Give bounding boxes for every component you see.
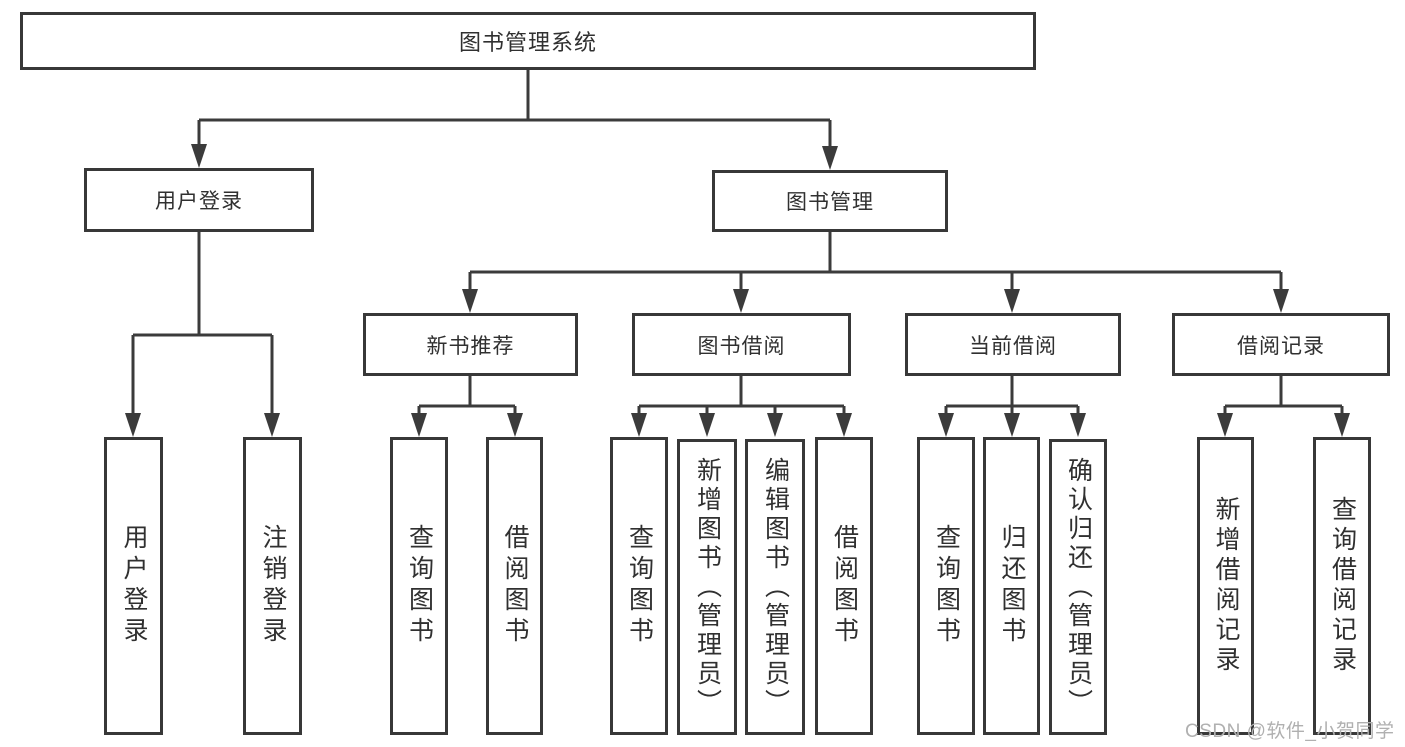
- csdn-watermark: CSDN @软件_小贺同学: [1185, 721, 1395, 742]
- node-leaf-logout: 注销登录: [243, 437, 302, 735]
- node-leaf-query-book-3: 查询图书: [917, 437, 975, 735]
- node-leaf-borrow-book-1: 借阅图书: [486, 437, 543, 735]
- node-borrowing-records: 借阅记录: [1172, 313, 1390, 376]
- connector-new-book-rec-to-leaves: [411, 376, 523, 437]
- node-system-root: 图书管理系统: [20, 12, 1036, 70]
- node-leaf-query-borrow-record: 查询借阅记录: [1313, 437, 1371, 735]
- node-user-login-group: 用户登录: [84, 168, 314, 232]
- node-new-book-recommendation: 新书推荐: [363, 313, 578, 376]
- arrowhead: [125, 413, 141, 437]
- arrowhead: [1004, 289, 1020, 313]
- node-current-borrowing: 当前借阅: [905, 313, 1121, 376]
- arrowhead: [938, 413, 954, 437]
- node-leaf-add-borrow-record: 新增借阅记录: [1197, 437, 1254, 735]
- arrowhead: [1334, 413, 1350, 437]
- arrowhead: [191, 144, 207, 168]
- node-label: 查询图书: [932, 524, 961, 648]
- node-leaf-edit-book-admin: 编辑图书（管理员）: [745, 439, 805, 735]
- connector-root-to-level2: [191, 70, 838, 170]
- node-label: 借阅图书: [830, 524, 859, 648]
- node-label: 确认归还（管理员）: [1064, 456, 1093, 718]
- node-leaf-borrow-book-2: 借阅图书: [815, 437, 873, 735]
- arrowhead: [1273, 289, 1289, 313]
- arrowhead: [1004, 413, 1020, 437]
- arrowhead: [699, 413, 715, 437]
- arrowhead: [264, 413, 280, 437]
- connector-book-mgmt-to-level3: [462, 232, 1289, 313]
- arrowhead: [1217, 413, 1233, 437]
- arrowhead: [507, 413, 523, 437]
- arrowhead: [733, 289, 749, 313]
- node-label: 图书管理: [786, 191, 874, 214]
- node-leaf-return-book: 归还图书: [983, 437, 1040, 735]
- arrowhead: [462, 289, 478, 313]
- node-label: 借阅记录: [1237, 334, 1325, 358]
- node-leaf-query-book-2: 查询图书: [610, 437, 668, 735]
- connector-user-login-to-leaves: [125, 232, 280, 437]
- node-label: 新书推荐: [426, 334, 515, 358]
- node-label: 借阅图书: [501, 524, 529, 648]
- node-label: 图书借阅: [697, 334, 786, 358]
- node-book-management: 图书管理: [712, 170, 948, 232]
- arrowhead: [411, 413, 427, 437]
- node-leaf-user-login: 用户登录: [104, 437, 163, 735]
- node-label: 查询图书: [405, 524, 434, 648]
- node-label: 归还图书: [998, 524, 1026, 648]
- node-leaf-confirm-return-admin: 确认归还（管理员）: [1049, 439, 1107, 735]
- node-label: 查询借阅记录: [1328, 496, 1357, 676]
- arrowhead: [1070, 413, 1086, 437]
- node-label: 编辑图书（管理员）: [761, 456, 790, 718]
- node-label: 用户登录: [155, 190, 243, 213]
- node-label: 图书管理系统: [458, 30, 597, 55]
- node-leaf-add-book-admin: 新增图书（管理员）: [677, 439, 737, 735]
- connector-current-borrow-to-leaves: [938, 376, 1086, 437]
- node-label: 查询图书: [625, 524, 654, 648]
- node-label: 注销登录: [259, 524, 287, 648]
- arrowhead: [631, 413, 647, 437]
- node-leaf-query-book-1: 查询图书: [390, 437, 448, 735]
- arrowhead: [767, 413, 783, 437]
- node-label: 新增图书（管理员）: [693, 456, 722, 718]
- connector-borrow-record-to-leaves: [1217, 376, 1350, 437]
- arrowhead: [822, 146, 838, 170]
- node-book-borrowing: 图书借阅: [632, 313, 851, 376]
- node-label: 当前借阅: [969, 334, 1057, 358]
- node-label: 用户登录: [120, 524, 148, 648]
- connector-book-borrow-to-leaves: [631, 376, 852, 437]
- arrowhead: [836, 413, 852, 437]
- node-label: 新增借阅记录: [1212, 496, 1240, 676]
